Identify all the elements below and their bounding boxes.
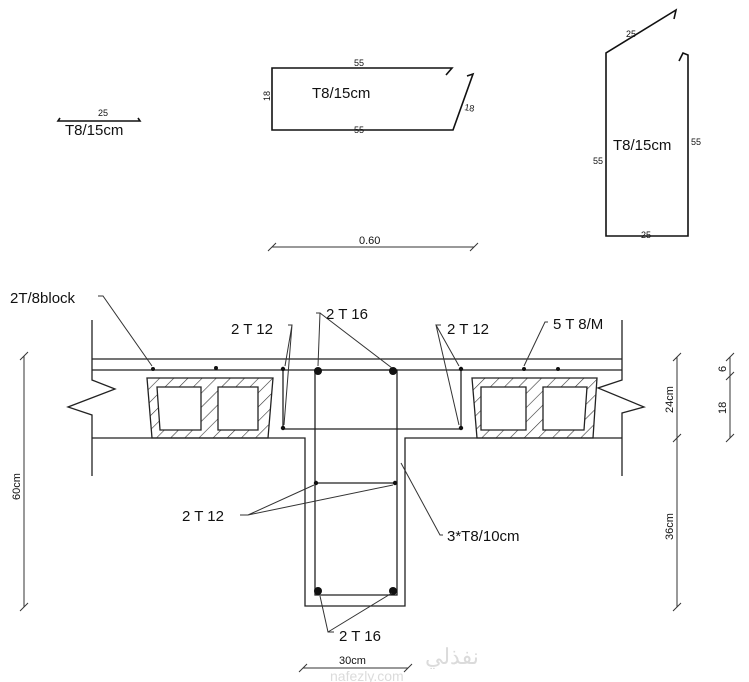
dim-total-depth: 60cm xyxy=(11,473,23,500)
width-dimension: 0.60 xyxy=(267,235,479,252)
u-bar-shape xyxy=(605,8,689,237)
label-top-flange-left: 2 T 12 xyxy=(231,321,273,338)
u-bar-right-height: 55 xyxy=(691,137,701,147)
dim-slab-depth: 24cm xyxy=(664,386,676,413)
bent-bar-left-height: 18 xyxy=(262,91,272,101)
u-bar-top-slant: 25 xyxy=(626,29,636,39)
bent-bar-bottom-length: 55 xyxy=(354,125,364,135)
watermark-site: nafezly.com xyxy=(330,668,404,682)
label-bottom-main-bars: 2 T 16 xyxy=(339,628,381,645)
label-block-bars: 2T/8block xyxy=(10,290,76,307)
watermark-arabic: نفذلي xyxy=(425,644,479,669)
web-stirrup xyxy=(314,369,398,596)
dim-web-depth: 36cm xyxy=(664,513,676,540)
bent-bar-slant-length: 18 xyxy=(464,102,476,114)
dim-web-width: 30cm xyxy=(339,655,366,667)
label-slab-mesh: 5 T 8/M xyxy=(553,316,603,333)
section-labels: 2T/8block 2 T 12 2 T 16 2 T 12 5 T 8/M 2… xyxy=(10,290,603,645)
hollow-block-left xyxy=(146,377,274,439)
reinforcement xyxy=(151,366,560,596)
label-stirrups: 3*T8/10cm xyxy=(447,528,520,545)
u-bar-detail: 25 55 55 25 T8/15cm xyxy=(593,8,701,240)
dimensions: 60cm 24cm 36cm 6 18 30cm xyxy=(11,351,735,673)
rebar-dots xyxy=(151,366,560,595)
dim-topping: 6 xyxy=(717,366,729,372)
label-top-main-bars: 2 T 16 xyxy=(326,306,368,323)
watermark: نفذلي nafezly.com xyxy=(330,644,479,682)
bent-bar-detail: 55 55 18 18 T8/15cm xyxy=(262,58,475,135)
u-bar-left-height: 55 xyxy=(593,156,603,166)
straight-bar-label: T8/15cm xyxy=(65,122,123,139)
bent-bar-top-length: 55 xyxy=(354,58,364,68)
label-web-side-bars: 2 T 12 xyxy=(182,508,224,525)
straight-bar-detail: 25 T8/15cm xyxy=(56,108,142,139)
straight-bar-shape xyxy=(56,117,142,122)
bent-bar-label: T8/15cm xyxy=(312,85,370,102)
dim-block: 18 xyxy=(717,402,729,414)
u-bar-bottom-width: 25 xyxy=(641,230,651,240)
hollow-block-right xyxy=(471,377,598,439)
straight-bar-length: 25 xyxy=(98,108,108,118)
label-top-flange-right: 2 T 12 xyxy=(447,321,489,338)
leader-lines xyxy=(98,295,548,633)
width-dimension-label: 0.60 xyxy=(359,235,380,247)
u-bar-label: T8/15cm xyxy=(613,137,671,154)
flange-stirrup xyxy=(282,370,462,430)
section-outline xyxy=(66,320,647,607)
bent-bar-shape xyxy=(271,67,475,131)
